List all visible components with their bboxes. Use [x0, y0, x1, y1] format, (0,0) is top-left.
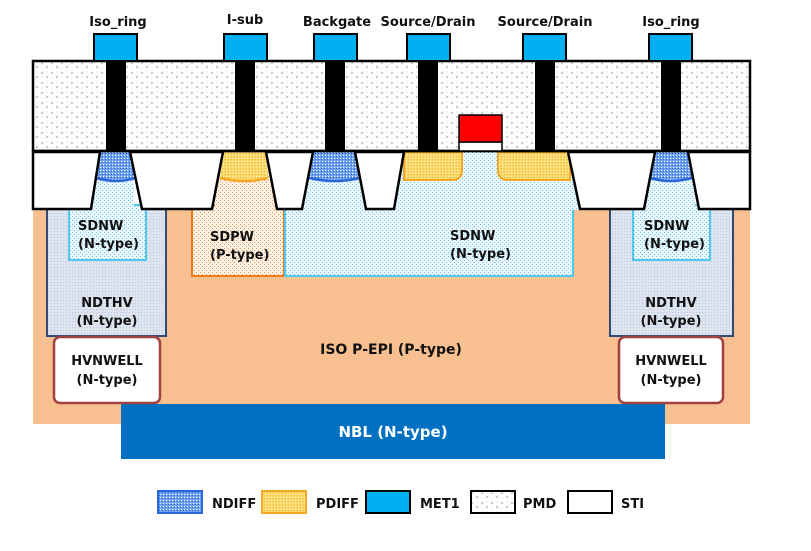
ndthv-left-type: (N-type) [77, 314, 138, 329]
met1-iso-ring-left [93, 33, 138, 62]
legend-swatch-pmd [470, 490, 516, 514]
ndthv-left-name: NDTHV [81, 296, 132, 311]
legend-swatch-sti [567, 490, 613, 514]
hvnwell-right-name: HVNWELL [635, 354, 707, 369]
pdiff-edge [219, 176, 269, 183]
met1-iso-ring-right [648, 33, 693, 62]
terminal-label-drain: Source/Drain [498, 15, 593, 30]
sti-1 [31, 150, 102, 211]
hvnwell-left-type: (N-type) [77, 373, 138, 388]
legend-swatch-pdiff [261, 490, 307, 514]
met1-drain [522, 33, 567, 62]
met1-i-sub [223, 33, 268, 62]
sdnw-left [68, 204, 147, 261]
pdiff-drain [497, 151, 571, 181]
contact-i-sub [235, 61, 255, 152]
ndiff-edge [649, 176, 693, 183]
legend-label-ndiff: NDIFF [212, 497, 256, 512]
contact-drain [535, 61, 555, 152]
ndiff-edge [308, 176, 361, 183]
legend-label-pdiff: PDIFF [316, 497, 359, 512]
sdnw-left-type: (N-type) [78, 237, 139, 252]
terminal-label-source: Source/Drain [381, 15, 476, 30]
legend-label-sti: STI [621, 497, 644, 512]
hvnwell-left-name: HVNWELL [71, 354, 143, 369]
contact-iso-ring-left [106, 61, 126, 152]
ndthv-right-name: NDTHV [645, 296, 696, 311]
sdnw-left-name: SDNW [78, 219, 123, 234]
sdnw-center [284, 204, 574, 277]
terminal-label-i-sub: I-sub [227, 13, 264, 28]
legend-swatch-met1 [365, 490, 411, 514]
hvnwell-left [52, 335, 162, 405]
sti-5 [566, 150, 657, 211]
sdnw-right-type: (N-type) [644, 237, 705, 252]
ndiff-backgate [309, 152, 360, 181]
sdnw-center-name: SDNW [450, 229, 495, 244]
sdnw-center-type: (N-type) [450, 247, 511, 262]
contact-source [418, 61, 438, 152]
ndiff-iso-ring-right [650, 152, 692, 181]
nbl-label: NBL (N-type) [338, 423, 447, 441]
contact-backgate [325, 61, 345, 152]
sdnw-right-name: SDNW [644, 219, 689, 234]
terminal-label-iso-ring-left: Iso_ring [89, 15, 146, 30]
gate-oxide [458, 141, 503, 152]
legend: NDIFF PDIFF MET1 PMD STI [157, 490, 644, 514]
sti-6 [686, 150, 752, 211]
pdiff-i-sub [220, 152, 268, 181]
legend-swatch-ndiff [157, 490, 203, 514]
contact-iso-ring-right [661, 61, 681, 152]
sdpw-region [191, 204, 285, 277]
terminal-label-backgate: Backgate [303, 15, 371, 30]
sdpw-type: (P-type) [210, 248, 269, 263]
nbl-layer [121, 404, 665, 459]
ndthv-right-type: (N-type) [641, 314, 702, 329]
ndiff-iso-ring-left [96, 152, 135, 181]
sti-2 [128, 150, 225, 211]
hvnwell-right [617, 335, 725, 405]
epi-label: ISO P-EPI (P-type) [320, 342, 462, 358]
gate-poly [458, 114, 503, 143]
terminal-label-iso-ring-right: Iso_ring [642, 15, 699, 30]
sdpw-name: SDPW [210, 230, 254, 245]
met1-source [406, 33, 451, 62]
pmd-layer [31, 59, 752, 153]
legend-label-pmd: PMD [523, 497, 556, 512]
met1-backgate [313, 33, 358, 62]
legend-label-met1: MET1 [420, 497, 460, 512]
hvnwell-right-type: (N-type) [641, 373, 702, 388]
ndiff-edge [95, 176, 136, 183]
pdiff-source [403, 151, 463, 181]
